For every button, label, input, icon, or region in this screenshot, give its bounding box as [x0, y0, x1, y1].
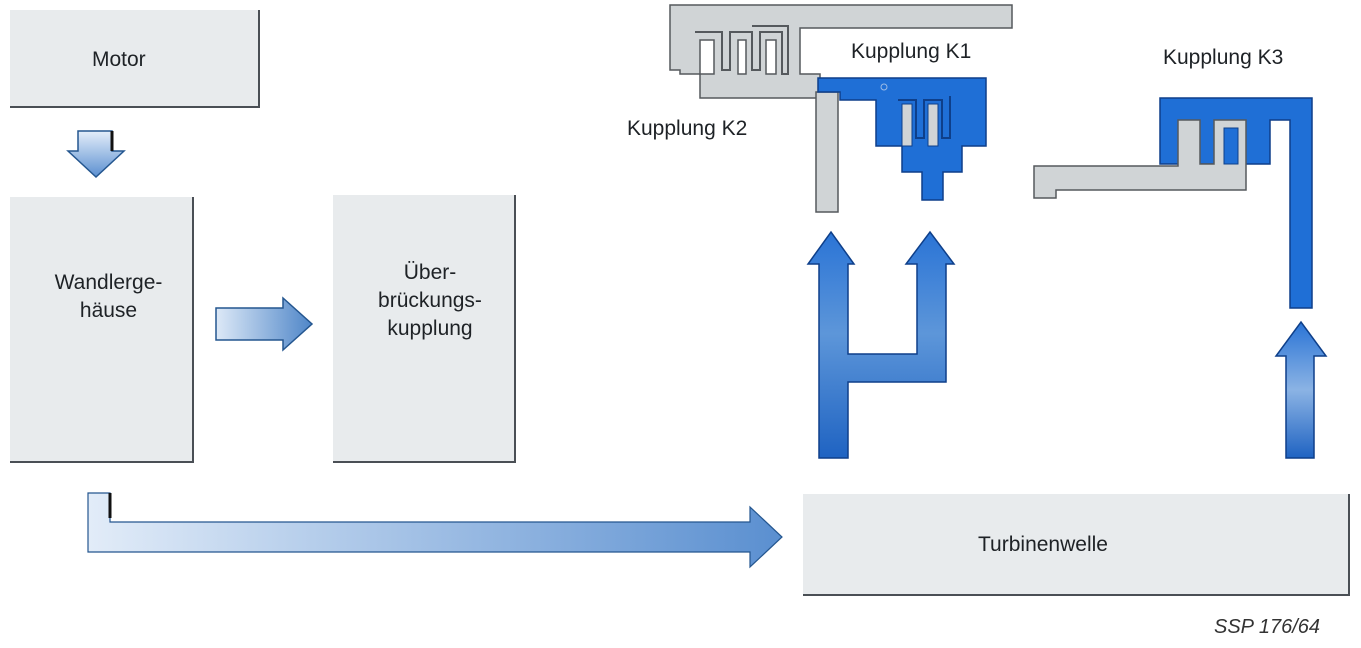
wandlergehaeuse-label: Wandlerge- häuse: [54, 271, 163, 322]
arrow-turbine-to-k1-k2: [806, 230, 956, 459]
arrow-motor-to-wandler: [66, 130, 126, 179]
clutch-k1-label: Kupplung K1: [851, 40, 972, 63]
clutch-k3-label: Kupplung K3: [1163, 46, 1284, 69]
ueberbrueckungskupplung-label: Über- brückungs- kupplung: [378, 261, 482, 340]
turbinenwelle-box: Turbinenwelle: [803, 494, 1350, 596]
ueberbrueckungskupplung-box: Über- brückungs- kupplung: [333, 195, 516, 463]
arrow-turbine-to-k3: [1274, 320, 1328, 459]
arrow-wandler-to-ueberbrueckung: [215, 296, 314, 352]
motor-box: Motor: [10, 10, 260, 108]
reference-code: SSP 176/64: [1214, 616, 1321, 638]
motor-label: Motor: [92, 48, 146, 71]
clutch-k2-shape: [669, 4, 1013, 213]
clutch-k3-shape: [1033, 97, 1313, 309]
arrow-wandler-to-turbinenwelle: [87, 492, 783, 569]
clutch-k1-shape: [817, 77, 987, 201]
clutch-k2-label: Kupplung K2: [627, 117, 748, 140]
turbinenwelle-label: Turbinenwelle: [978, 533, 1108, 556]
wandlergehaeuse-box: Wandlerge- häuse: [10, 197, 194, 463]
